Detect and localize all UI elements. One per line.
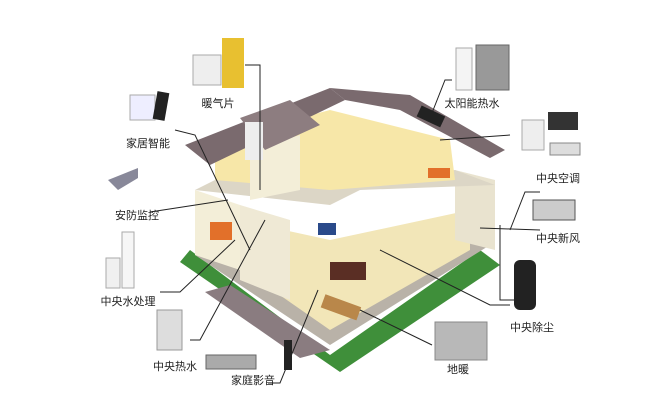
roof-right — [330, 88, 505, 158]
walkway — [205, 285, 330, 358]
leader-lines — [149, 64, 541, 384]
center-wall — [240, 205, 290, 300]
remote-picture — [152, 91, 170, 121]
label-radiator: 暖气片 — [201, 97, 235, 110]
bed — [428, 168, 450, 178]
label-fresh-air: 中央新风 — [536, 232, 580, 245]
ac-outdoor-picture — [521, 119, 545, 151]
av-remote-picture — [284, 340, 292, 370]
ac-duct-picture — [549, 142, 581, 156]
sofa — [330, 262, 366, 280]
label-dust-removal: 中央除尘 — [510, 321, 554, 334]
label-water-treatment: 中央水处理 — [100, 295, 156, 308]
solar-collector-picture — [475, 44, 510, 91]
label-smart-home: 家居智能 — [126, 137, 170, 150]
ac-indoor-picture — [548, 112, 578, 130]
label-floor-heating: 地暖 — [447, 363, 469, 376]
tv — [318, 223, 336, 235]
floor-heating-patch — [320, 294, 362, 321]
heating-panel-picture — [222, 38, 244, 88]
water-filter-picture — [121, 231, 135, 289]
right-wall — [455, 170, 495, 250]
kitchen-cabinet — [210, 222, 232, 240]
label-hot-water: 中央热水 — [153, 360, 197, 373]
water-heater-picture — [455, 47, 473, 91]
chimney — [245, 122, 263, 160]
vacuum-picture — [514, 260, 536, 310]
lawn — [180, 250, 500, 372]
label-central-ac: 中央空调 — [536, 172, 580, 185]
control-panel-picture — [129, 94, 156, 121]
water-softener-picture — [105, 257, 121, 289]
label-home-theater: 家庭影音 — [231, 374, 275, 387]
dvd-player-picture — [205, 354, 257, 370]
label-security: 安防监控 — [115, 209, 159, 222]
fresh-air-picture — [532, 199, 576, 221]
label-solar-water: 太阳能热水 — [444, 97, 500, 110]
radiator-picture — [192, 54, 222, 86]
boiler-picture — [156, 309, 183, 351]
camera-picture — [108, 168, 138, 190]
floor-heating-picture — [434, 321, 488, 361]
